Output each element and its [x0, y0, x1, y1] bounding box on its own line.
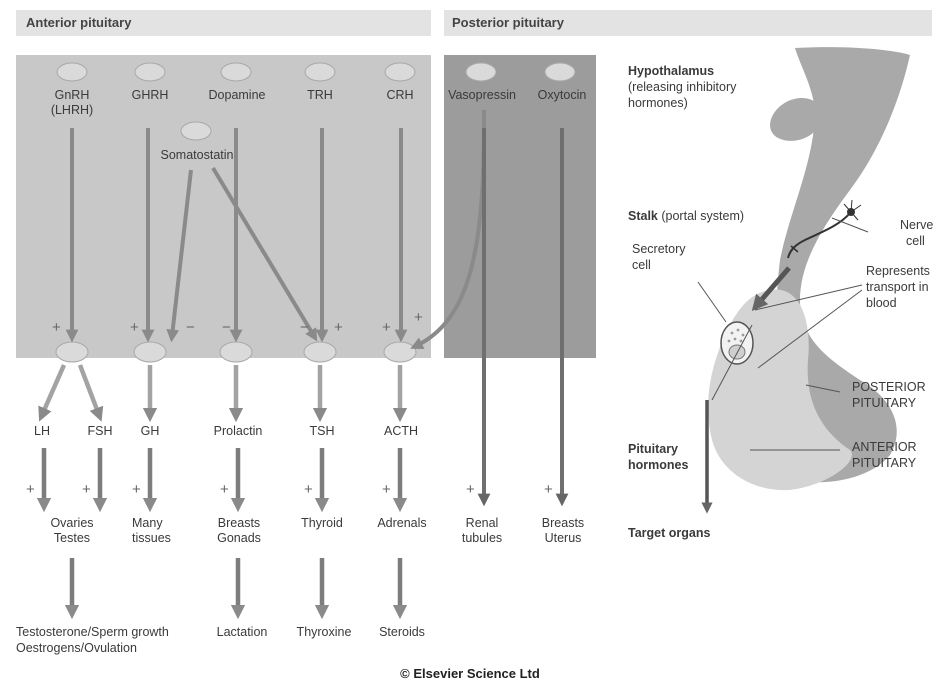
label-thyroxine: Thyroxine — [297, 625, 352, 639]
label-target-organs: Target organs — [628, 526, 710, 540]
label-vasopressin: Vasopressin — [448, 88, 516, 102]
oval-thyrotroph — [304, 342, 336, 362]
oval-oxytocin — [545, 63, 575, 81]
label-gnrh-alt: (LHRH) — [51, 103, 93, 117]
oval-crh — [385, 63, 415, 81]
label-stalk-line: Stalk (portal system) — [628, 209, 744, 223]
secretory-nucleus-shape — [729, 345, 745, 359]
label-anterior-1: ANTERIOR — [852, 440, 917, 454]
sign-plus-gnrh: + — [52, 320, 61, 335]
sign-plus-crh: + — [382, 320, 391, 335]
label-uterus: Uterus — [545, 531, 582, 545]
sign-plus-vasopressin-target: + — [466, 482, 475, 497]
label-fsh: FSH — [88, 424, 113, 438]
label-pituitary-hormones-1: Pituitary — [628, 442, 678, 456]
label-tissues: tissues — [132, 531, 171, 545]
oval-somatostatin — [181, 122, 211, 140]
label-stalk-sub: (portal system) — [658, 209, 744, 223]
label-posterior-1: POSTERIOR — [852, 380, 926, 394]
oval-corticotroph — [384, 342, 416, 362]
label-represents-2: transport in — [866, 280, 929, 294]
label-posterior-2: PITUITARY — [852, 396, 916, 410]
label-dopamine: Dopamine — [209, 88, 266, 102]
label-ghrh: GHRH — [132, 88, 169, 102]
label-adrenals: Adrenals — [377, 516, 426, 530]
anterior-pituitary-header: Anterior pituitary — [26, 15, 131, 30]
sign-plus-vasopressin: + — [414, 310, 423, 325]
label-testes: Testes — [54, 531, 90, 545]
label-hypothalamus: Hypothalamus — [628, 64, 714, 78]
oval-gonadotroph — [56, 342, 88, 362]
label-stalk: Stalk — [628, 209, 658, 223]
copyright-notice: © Elsevier Science Ltd — [400, 667, 540, 681]
oval-gnrh — [57, 63, 87, 81]
sign-plus-ghrh: + — [130, 320, 139, 335]
label-hypothalamus-sub1: (releasing inhibitory — [628, 80, 736, 94]
sign-plus-fsh-target: + — [82, 482, 91, 497]
label-breasts: Breasts — [218, 516, 260, 530]
sign-plus-acth-target: + — [382, 482, 391, 497]
label-renal: Renal — [466, 516, 499, 530]
label-gonads: Gonads — [217, 531, 261, 545]
sign-plus-oxytocin-target: + — [544, 482, 553, 497]
label-lactation: Lactation — [217, 625, 268, 639]
sign-minus-somatostatin-tsh: − — [300, 320, 309, 335]
label-gnrh: GnRH — [55, 88, 90, 102]
oval-trh — [305, 63, 335, 81]
sign-minus-somatostatin-gh: − — [186, 320, 195, 335]
label-ovaries: Ovaries — [50, 516, 93, 530]
oval-lactotroph — [220, 342, 252, 362]
sign-plus-tsh-target: + — [304, 482, 313, 497]
arrow-to-lh — [42, 365, 64, 415]
oval-dopamine — [221, 63, 251, 81]
label-breasts-oxytocin: Breasts — [542, 516, 584, 530]
label-represents-1: Represents — [866, 264, 930, 278]
label-anterior-2: PITUITARY — [852, 456, 916, 470]
label-steroids: Steroids — [379, 625, 425, 639]
sign-minus-dopamine: − — [222, 320, 231, 335]
label-gh: GH — [141, 424, 160, 438]
label-somatostatin: Somatostatin — [161, 148, 234, 162]
label-hypothalamus-sub2: hormones) — [628, 96, 688, 110]
label-tsh: TSH — [310, 424, 335, 438]
label-sex-hormones-2: Oestrogens/Ovulation — [16, 641, 137, 655]
label-secretory-2: cell — [632, 258, 651, 272]
label-thyroid: Thyroid — [301, 516, 343, 530]
label-crh: CRH — [386, 88, 413, 102]
sign-plus-trh: + — [334, 320, 343, 335]
label-nerve-1: Nerve — [900, 218, 933, 232]
label-trh: TRH — [307, 88, 333, 102]
sign-plus-prolactin-target: + — [220, 482, 229, 497]
label-tubules: tubules — [462, 531, 502, 545]
label-nerve-2: cell — [906, 234, 925, 248]
label-secretory-1: Secretory — [632, 242, 686, 256]
label-sex-hormones-1: Testosterone/Sperm growth — [16, 625, 169, 639]
label-many: Many — [132, 516, 163, 530]
label-oxytocin: Oxytocin — [538, 88, 587, 102]
label-prolactin: Prolactin — [214, 424, 263, 438]
arrow-to-fsh — [80, 365, 99, 415]
label-pituitary-hormones-2: hormones — [628, 458, 688, 472]
label-lh: LH — [34, 424, 50, 438]
sign-plus-gh-target: + — [132, 482, 141, 497]
label-represents-3: blood — [866, 296, 897, 310]
label-acth: ACTH — [384, 424, 418, 438]
oval-ghrh — [135, 63, 165, 81]
sign-plus-lh-target: + — [26, 482, 35, 497]
oval-somatotroph — [134, 342, 166, 362]
oval-vasopressin — [466, 63, 496, 81]
posterior-pituitary-header: Posterior pituitary — [452, 15, 564, 30]
